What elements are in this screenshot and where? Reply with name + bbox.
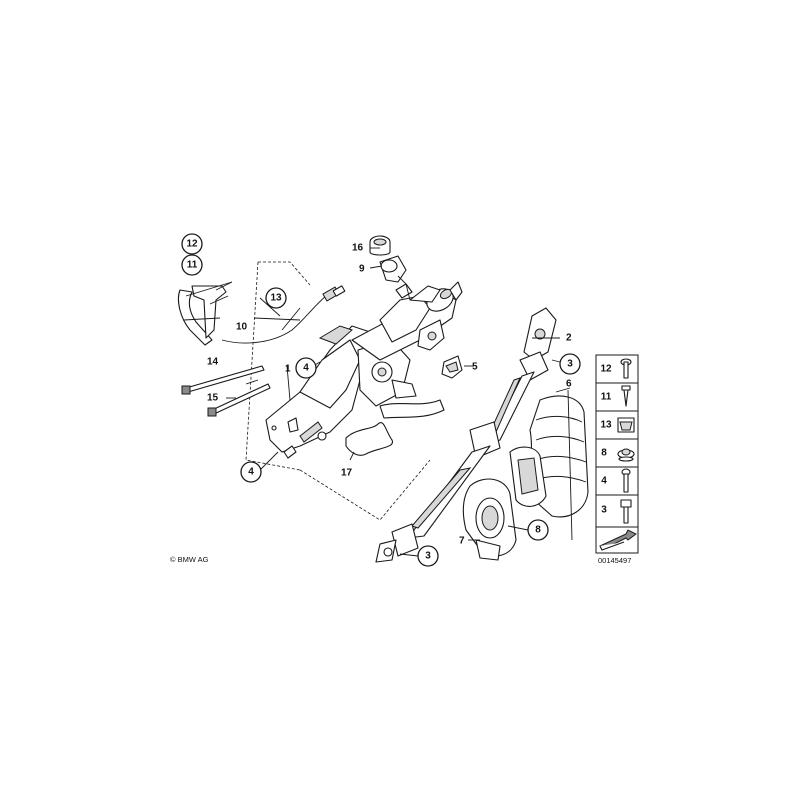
svg-text:8: 8: [535, 525, 541, 536]
parts-legend: 12 11 13 8 4 3: [595, 354, 639, 554]
callout-11: 11: [181, 254, 203, 276]
label-17: 17: [341, 468, 353, 479]
label-5: 5: [472, 362, 478, 373]
label-2: 2: [566, 333, 572, 344]
clip-part-5: [441, 355, 463, 379]
legend-item-11: 11: [601, 392, 612, 403]
ring-sleeve-part: [369, 235, 391, 256]
seal-plate-part: [462, 478, 517, 561]
image-number: 00145497: [598, 556, 631, 565]
svg-text:11: 11: [187, 260, 198, 271]
legend-item-8: 8: [601, 448, 607, 459]
cable-tie-15: [207, 383, 271, 417]
svg-text:3: 3: [567, 359, 573, 370]
svg-text:3: 3: [425, 551, 431, 562]
bellows-boot-part: [509, 395, 589, 518]
callout-13: 13: [265, 287, 287, 309]
callout-12: 12: [181, 233, 203, 255]
callout-3-lower: 3: [417, 545, 439, 567]
label-16: 16: [352, 243, 364, 254]
label-7: 7: [459, 536, 465, 547]
callout-3-upper: 3: [559, 353, 581, 375]
legend-item-4: 4: [601, 476, 607, 487]
upper-column-tube: [351, 281, 463, 361]
lock-cylinder-part: [379, 255, 411, 301]
wire-harness-part: [221, 285, 346, 344]
legend-item-13: 13: [600, 420, 612, 431]
gasket-plate-17: [345, 399, 445, 456]
wire-bracket-part: [177, 281, 233, 346]
legend-item-12: 12: [600, 364, 612, 375]
hex-bolt-icon: [620, 499, 632, 524]
callout-8: 8: [527, 519, 549, 541]
bolt-long-icon: [621, 468, 631, 493]
cable-tie-14: [181, 365, 265, 395]
label-10: 10: [236, 322, 248, 333]
clip-icon: [617, 417, 635, 433]
washer-nut-icon: [617, 448, 635, 462]
steering-column-bracket: [265, 325, 417, 459]
arrow-icon: [599, 529, 637, 551]
label-14: 14: [207, 357, 219, 368]
callout-4-upper: 4: [295, 357, 317, 379]
svg-text:4: 4: [303, 363, 309, 374]
assembly-frame: [245, 261, 431, 521]
intermediate-steering-shaft: [375, 307, 557, 563]
label-1: 1: [285, 364, 291, 375]
leader-lines: [226, 247, 573, 557]
screw-icon: [621, 385, 631, 407]
label-9: 9: [359, 264, 365, 275]
svg-text:12: 12: [186, 239, 198, 250]
callout-4-lower: 4: [240, 461, 262, 483]
label-15: 15: [207, 393, 219, 404]
legend-item-3: 3: [601, 505, 607, 516]
copyright-text: © BMW AG: [170, 555, 209, 564]
svg-text:4: 4: [248, 467, 254, 478]
svg-text:13: 13: [270, 293, 282, 304]
bolt-icon: [620, 358, 632, 379]
label-6: 6: [566, 379, 572, 390]
